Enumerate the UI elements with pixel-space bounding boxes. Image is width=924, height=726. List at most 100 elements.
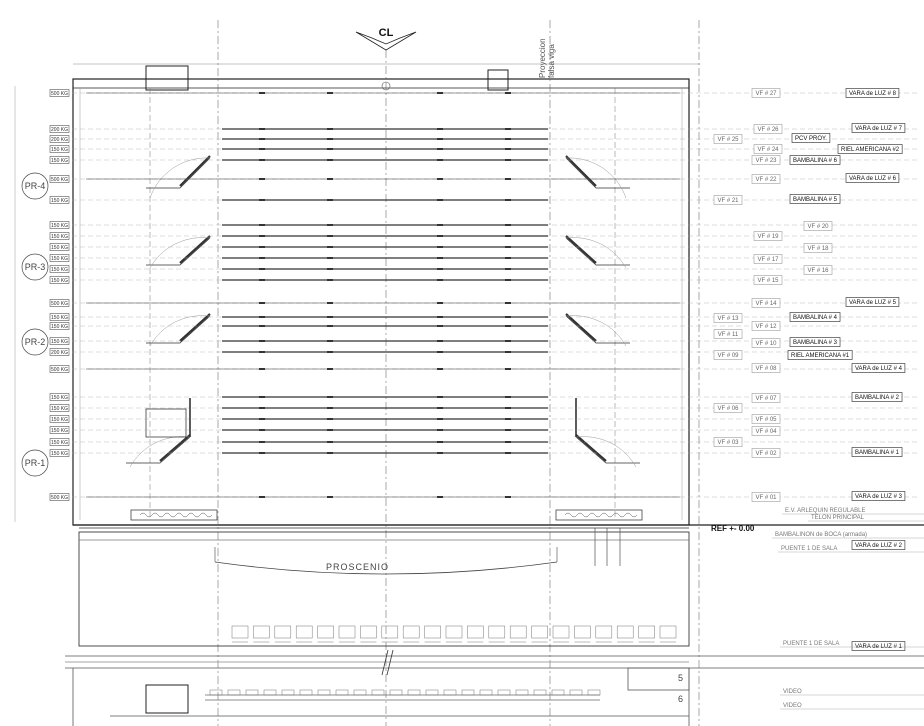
rigging-label: BAMBALINA # 2 [851,392,903,402]
bar-pulley [259,496,265,498]
load-tag: 150 KG [49,313,70,321]
bar-pulley [259,268,265,270]
seat-back [587,689,601,696]
rigging-label-text: VIDEO [783,689,802,695]
load-tag-text: 200 KG [51,350,68,356]
rigging-label-text: VARA de LUZ # 6 [849,176,897,182]
rigging-label-text: TELON PRINCIPAL [811,515,865,521]
bar-pulley [327,279,333,281]
seat-back [335,689,349,696]
rigging-label-text: VARA de LUZ # 3 [855,494,903,500]
load-tag: 150 KG [49,438,70,446]
load-tag-text: 150 KG [51,324,68,330]
bar-pulley [505,92,511,94]
rigging-label-text: VARA de LUZ # 2 [855,543,903,549]
load-tag: 500 KG [49,299,70,307]
seat [360,625,377,639]
rigging-label-text: BAMBALINA # 6 [793,158,838,164]
bar-pulley [505,235,511,237]
vf-tag: VF # 17 [753,254,783,264]
rigging-label: E.V. ARLEQUIN REGULABLE [782,508,924,515]
load-tag-text: 500 KG [51,301,68,307]
vf-tag-text: VF # 25 [717,137,739,143]
seat [509,625,527,639]
bar-pulley [505,279,511,281]
seat-back [389,689,403,696]
pr-label: PR-2 [25,337,46,347]
seat [424,625,441,639]
bar-pulley [437,199,443,201]
bar-pulley [505,302,511,304]
load-tag: 150 KG [49,449,70,457]
load-tag: 150 KG [49,145,70,153]
vf-tag-text: VF # 16 [807,268,829,274]
bar-pulley [505,199,511,201]
bar-pulley [437,316,443,318]
bar-pulley [259,368,265,370]
load-tag-text: 150 KG [51,147,68,153]
load-tag-text: 150 KG [51,158,68,164]
vf-tag: VF # 14 [751,298,781,308]
load-tag-text: 150 KG [51,428,68,434]
load-tag-text: 150 KG [51,406,68,412]
load-tag: 150 KG [49,337,70,345]
bar-pulley [437,496,443,498]
vf-tag: VF # 04 [751,426,781,436]
load-tags: 500 KG 200 KG 200 KG 150 KG 150 KG 500 KG 150 … [49,89,70,501]
bar-pulley [437,128,443,130]
bar-pulley [437,246,443,248]
load-tag-text: 500 KG [51,177,68,183]
vf-tag: VF # 19 [753,231,783,241]
seat-back [569,689,583,696]
vf-tag-text: VF # 11 [718,332,739,338]
seat-back [245,689,259,696]
bar-pulley [327,128,333,130]
load-tag: 150 KG [49,221,70,229]
rigging-label: PUENTE 1 DE SALA [780,641,924,648]
bar-pulley [437,452,443,454]
seat-back [299,689,313,696]
rigging-label: VARA de LUZ # 8 [845,88,900,98]
bar-pulley [259,159,265,161]
bar-pulley [437,224,443,226]
rigging-label-text: RIEL AMERICANA #1 [791,353,850,359]
load-tag-text: 150 KG [51,417,68,423]
seat [488,625,506,639]
rigging-label-text: PUENTE 1 DE SALA [783,641,839,647]
vf-tag-text: VF # 20 [807,224,829,230]
seat [467,625,484,639]
load-tag: 150 KG [49,232,70,240]
row-number-6: 6 [678,694,683,704]
rigging-label: VARA de LUZ # 1 [851,641,906,651]
vf-tag-text: VF # 13 [717,316,739,322]
bar-pulley [259,452,265,454]
bar-pulley [437,407,443,409]
bar-pulley [259,407,265,409]
seat-back [497,689,511,696]
vf-tag: VF # 24 [753,144,783,154]
bar-pulley [259,178,265,180]
vf-tag: VF # 03 [713,437,743,447]
load-tag-text: 150 KG [51,315,68,321]
seat [595,625,613,639]
bar-pulley [327,257,333,259]
rigging-label-text: PCV PROY. [795,136,827,142]
bar-pulley [259,92,265,94]
vf-tag-text: VF # 01 [755,495,777,501]
load-tag-text: 500 KG [51,495,68,501]
load-tag-text: 150 KG [51,198,68,204]
vf-tag: VF # 27 [751,88,781,98]
rigging-label: BAMBALINA # 6 [789,155,841,165]
vf-tag: VF # 12 [751,321,781,331]
rigging-label-text: BAMBALINON de BOCA (armada) [775,532,867,538]
bar-pulley [259,128,265,130]
load-tag: 150 KG [49,243,70,251]
vf-tag-text: VF # 03 [717,440,739,446]
seat [274,625,292,639]
bar-pulley [437,340,443,342]
vf-tag-text: VF # 02 [755,451,777,457]
load-tag: 200 KG [49,125,70,133]
bar-pulley [259,224,265,226]
